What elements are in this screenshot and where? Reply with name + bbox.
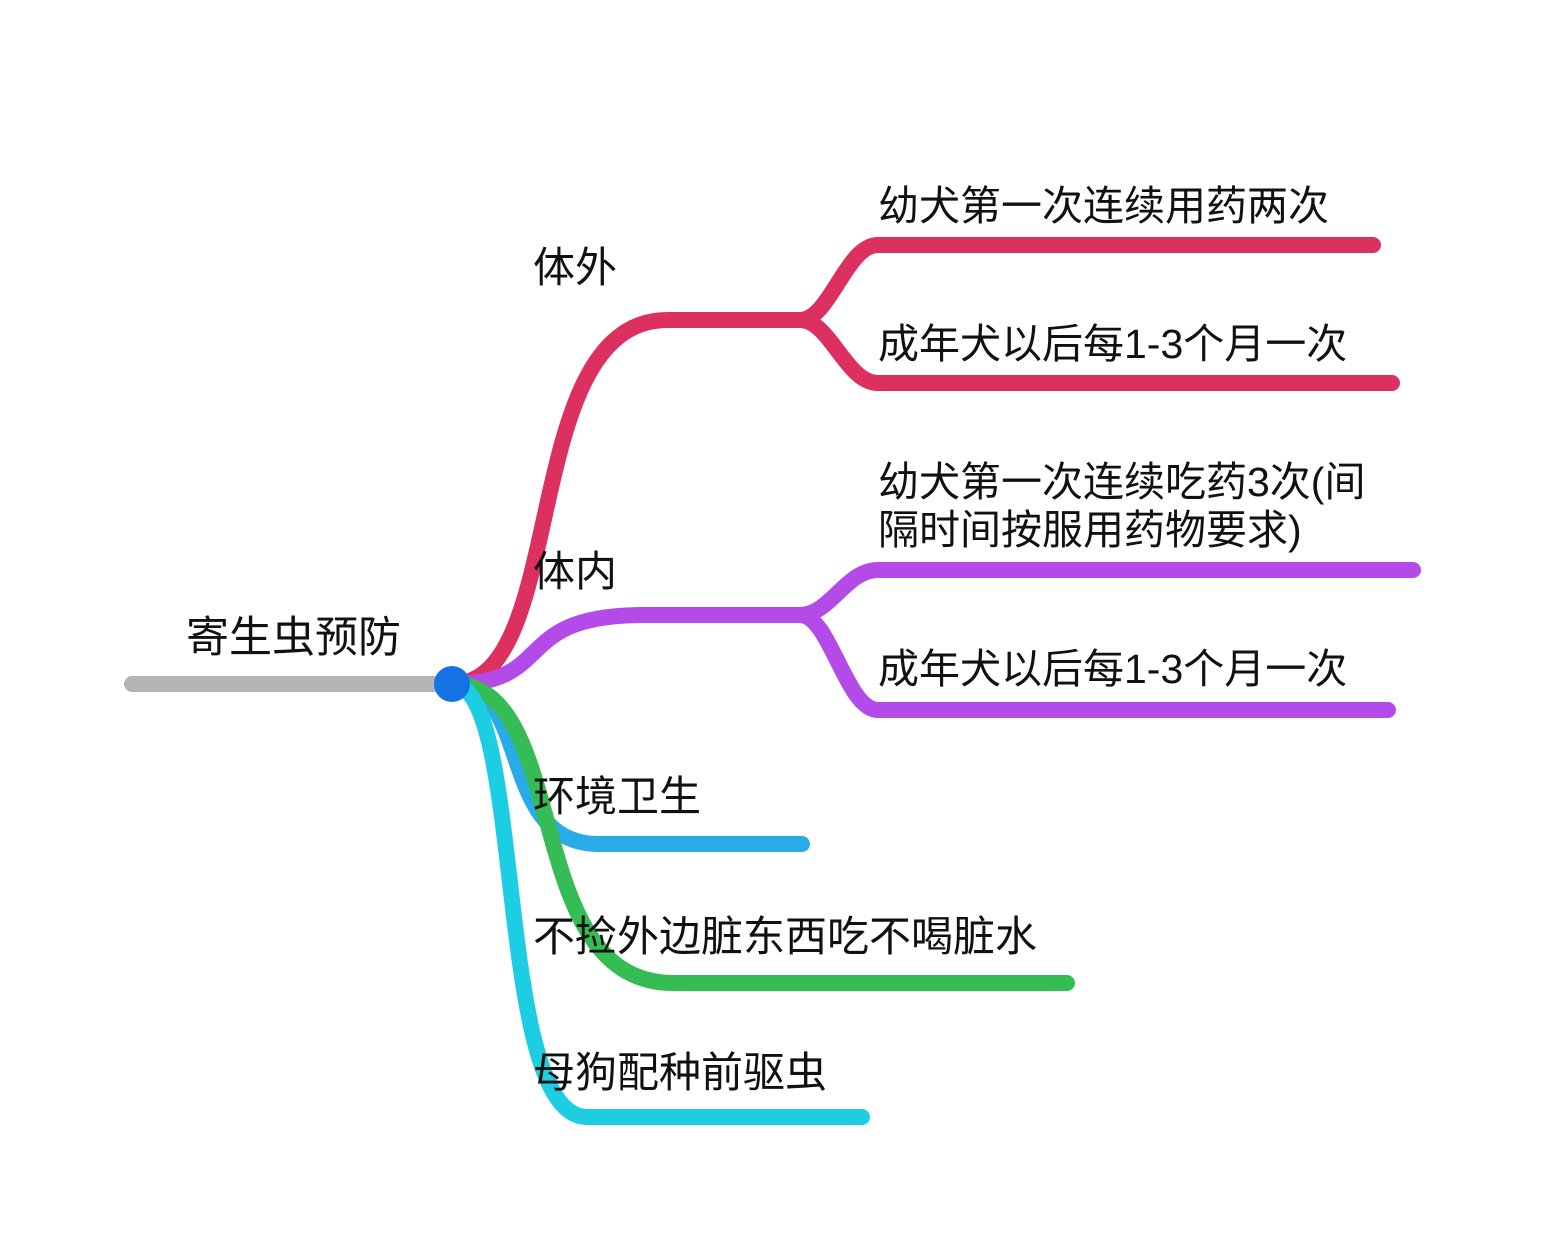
junction-dot[interactable] [434, 666, 470, 702]
leaf-label-tinei-chengnian[interactable]: 成年犬以后每1-3个月一次 [878, 646, 1348, 692]
branch-line-tiwai-stem [444, 312, 808, 692]
leaf-label-tiwai-youquan[interactable]: 幼犬第一次连续用药两次 [878, 183, 1329, 229]
branch-label-huanjing[interactable]: 环境卫生 [533, 773, 702, 820]
branch-label-bujian[interactable]: 不捡外边脏东西吃不喝脏水 [533, 913, 1038, 960]
branch-line-tinei-child-0 [792, 562, 1421, 623]
leaf-label-tiwai-chengnian[interactable]: 成年犬以后每1-3个月一次 [878, 321, 1348, 367]
branch-label-mugou[interactable]: 母狗配种前驱虫 [533, 1049, 828, 1096]
branch-line-tinei-stem [444, 607, 808, 692]
branch-label-tiwai[interactable]: 体外 [533, 244, 618, 291]
branch-label-tinei[interactable]: 体内 [533, 548, 618, 595]
branch-line-tiwai-child-1 [792, 312, 1400, 391]
branch-line-tiwai-child-0 [792, 237, 1381, 328]
branch-line-tinei-child-1 [792, 607, 1396, 718]
leaf-label-tinei-youquan[interactable]: 幼犬第一次连续吃药3次(间 隔时间按服用药物要求) [878, 459, 1366, 554]
branch-line-bujian [444, 676, 1075, 991]
branch-line-mugou [444, 676, 870, 1125]
root-node-label[interactable]: 寄生虫预防 [186, 614, 401, 662]
